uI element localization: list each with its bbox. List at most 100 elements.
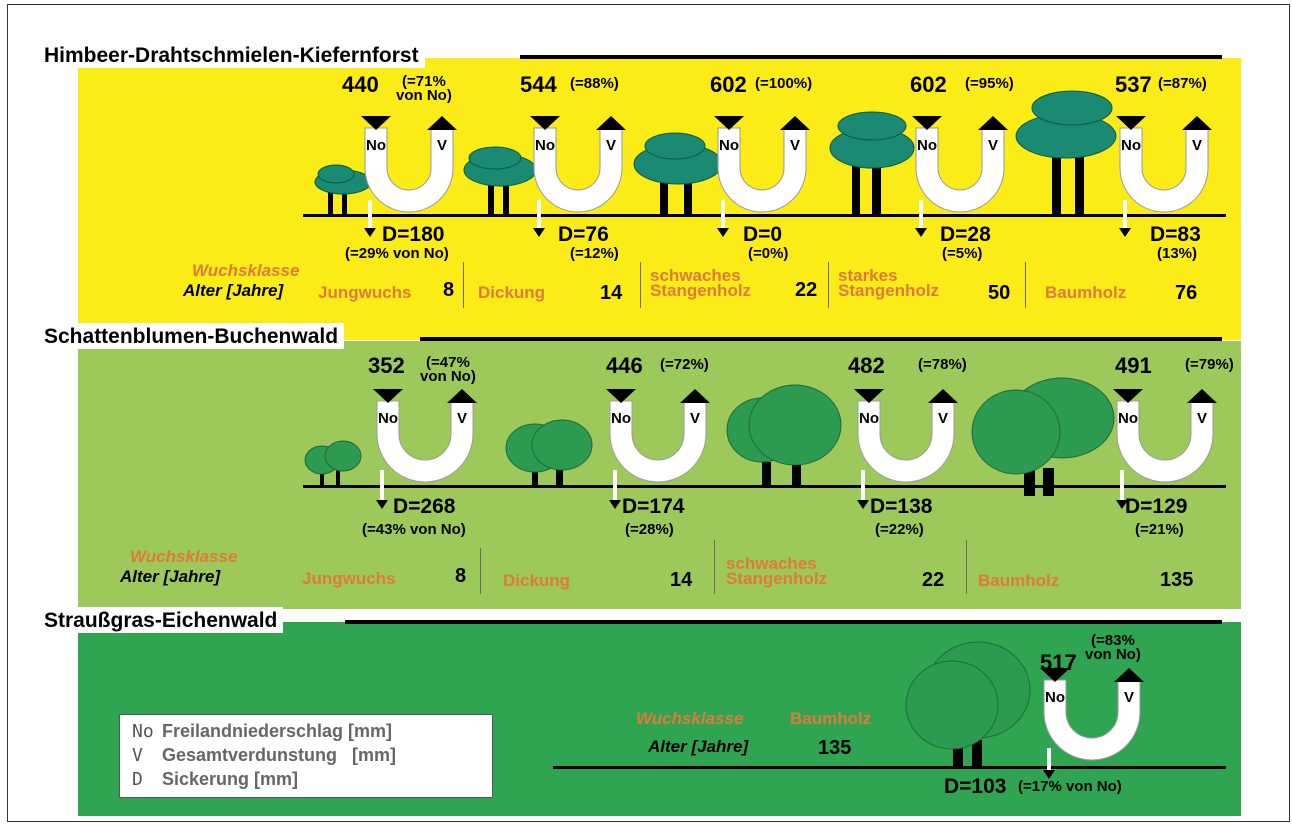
legend-abbr-d: D xyxy=(132,769,143,790)
band2-flux-symbol-4: No V xyxy=(1113,389,1217,483)
band3-stage1-d-pct: (=17% von No) xyxy=(1018,778,1122,795)
band1-separator xyxy=(1025,262,1026,308)
band1-stage2-v-pct: (=88%) xyxy=(570,75,619,92)
band2-stage1-d: D=268 xyxy=(393,495,456,518)
band2-class-schwaches-stangenholz: schwaches Stangenholz xyxy=(726,554,828,588)
band2-alter-label: Alter [Jahre] xyxy=(120,567,221,586)
band2-stage4-d: D=129 xyxy=(1125,495,1188,518)
band2-title-rule xyxy=(420,337,1222,341)
v-arrow-head xyxy=(427,116,457,130)
band2-stage1-v-value: 352 xyxy=(368,353,405,378)
band2-ground-line xyxy=(303,485,1226,488)
band1-seepage-arrow-5 xyxy=(1119,200,1131,237)
v-arrow-head xyxy=(680,389,710,403)
band2-separator xyxy=(714,540,715,594)
no-label: No xyxy=(859,410,879,427)
band1-stage1-d-pct: (=29% von No) xyxy=(345,245,449,262)
band1-age-76: 76 xyxy=(1175,282,1198,304)
no-label: No xyxy=(719,137,739,154)
band1-stage5-v-pct: (=87%) xyxy=(1158,75,1207,92)
band2-seepage-arrow-3 xyxy=(857,470,869,509)
band1-stage3-d: D=0 xyxy=(743,223,783,246)
no-label: No xyxy=(1118,410,1138,427)
band2-class-dickung: Dickung xyxy=(503,571,571,590)
band3-stage1-v-value: 517 xyxy=(1040,650,1077,675)
band1-stage2-v-value: 544 xyxy=(520,72,557,97)
band1-title-rule xyxy=(520,55,1222,59)
band2-stage1-d-pct: (=43% von No) xyxy=(362,521,466,538)
band3-wuchsklasse-label: Wuchsklasse xyxy=(636,709,744,728)
legend-row-d: D Sickerung [mm] xyxy=(132,769,298,790)
legend-text-no: Freilandniederschlag [mm] xyxy=(162,721,393,741)
v-label: V xyxy=(1124,689,1134,706)
v-label: V xyxy=(690,410,700,427)
band1-title: Himbeer-Drahtschmielen-Kiefernforst xyxy=(40,42,425,68)
pine-tree-dickung xyxy=(463,146,537,215)
band2-age-22: 22 xyxy=(922,569,945,591)
no-label: No xyxy=(1045,689,1065,706)
band1-stage5-d: D=83 xyxy=(1150,223,1201,246)
v-arrow-head xyxy=(978,116,1008,130)
v-arrow-head xyxy=(1187,389,1217,403)
band2-stage2-v-pct: (=72%) xyxy=(660,356,709,373)
pine-tree-stangenholz xyxy=(633,132,723,215)
band1-stage5-d-pct: (13%) xyxy=(1157,245,1198,262)
band1-stage3-v-pct: (=100%) xyxy=(755,75,813,92)
band1-ground-line xyxy=(303,214,1226,217)
band1-stage5-v-value: 537 xyxy=(1115,72,1152,97)
no-label: No xyxy=(917,137,937,154)
band1-seepage-arrow-1 xyxy=(364,200,376,237)
band1-separator xyxy=(828,262,829,308)
band1-stage4-d-pct: (=5%) xyxy=(942,245,983,262)
band2-stage2-d-pct: (=28%) xyxy=(625,521,674,538)
band3-stage1-d: D=103 xyxy=(944,775,1007,798)
v-label: V xyxy=(1192,137,1202,154)
band2-stage3-d-pct: (=22%) xyxy=(875,521,924,538)
band1-seepage-arrow-2 xyxy=(533,200,545,237)
legend-text-v: Gesamtverdunstung [mm] xyxy=(162,745,397,765)
beech-tree-dickung xyxy=(505,419,593,486)
legend-abbr-no: No xyxy=(132,721,154,742)
pine-tree-starkes-stangenholz xyxy=(829,111,915,215)
v-arrow-head xyxy=(780,116,810,130)
band2-title: Schattenblumen-Buchenwald xyxy=(40,323,345,349)
band1-stage3-v-value: 602 xyxy=(710,72,747,97)
band2-class-baumholz: Baumholz xyxy=(978,571,1060,590)
band1-class-baumholz: Baumholz xyxy=(1045,283,1127,302)
band1-stage2-d: D=76 xyxy=(558,223,609,246)
legend-text-d: Sickerung [mm] xyxy=(162,769,299,789)
v-label: V xyxy=(1197,410,1207,427)
band1-separator xyxy=(640,262,641,308)
band1-age-14: 14 xyxy=(600,282,623,304)
band1-class-jungwuchs: Jungwuchs xyxy=(318,283,412,302)
band1-stage1-v-pct: (=71% von No) xyxy=(396,73,452,104)
v-arrow-head xyxy=(1114,668,1144,682)
band2-flux-symbol-2: No V xyxy=(606,389,710,483)
no-label: No xyxy=(611,410,631,427)
band1-age-50: 50 xyxy=(988,282,1011,304)
band1-age-22: 22 xyxy=(795,279,818,301)
v-label: V xyxy=(457,410,467,427)
band1-stage1-v-value: 440 xyxy=(342,72,379,97)
v-label: V xyxy=(606,137,616,154)
no-arrow-head xyxy=(714,116,744,130)
band3-ground-line xyxy=(553,766,1226,769)
band2-stage3-v-pct: (=78%) xyxy=(918,356,967,373)
beech-tree-stangenholz xyxy=(726,384,842,486)
band2-seepage-arrow-4 xyxy=(1116,470,1128,509)
no-label: No xyxy=(378,410,398,427)
band1-stage4-v-value: 602 xyxy=(910,72,947,97)
v-arrow-head xyxy=(928,389,958,403)
band2-wuchsklasse-label: Wuchsklasse xyxy=(130,547,238,566)
no-label: No xyxy=(366,137,386,154)
beech-tree-jungwuchs xyxy=(304,440,362,486)
v-arrow-head xyxy=(1182,116,1212,130)
no-arrow-head xyxy=(373,389,403,403)
band2-stage2-v-value: 446 xyxy=(606,353,643,378)
